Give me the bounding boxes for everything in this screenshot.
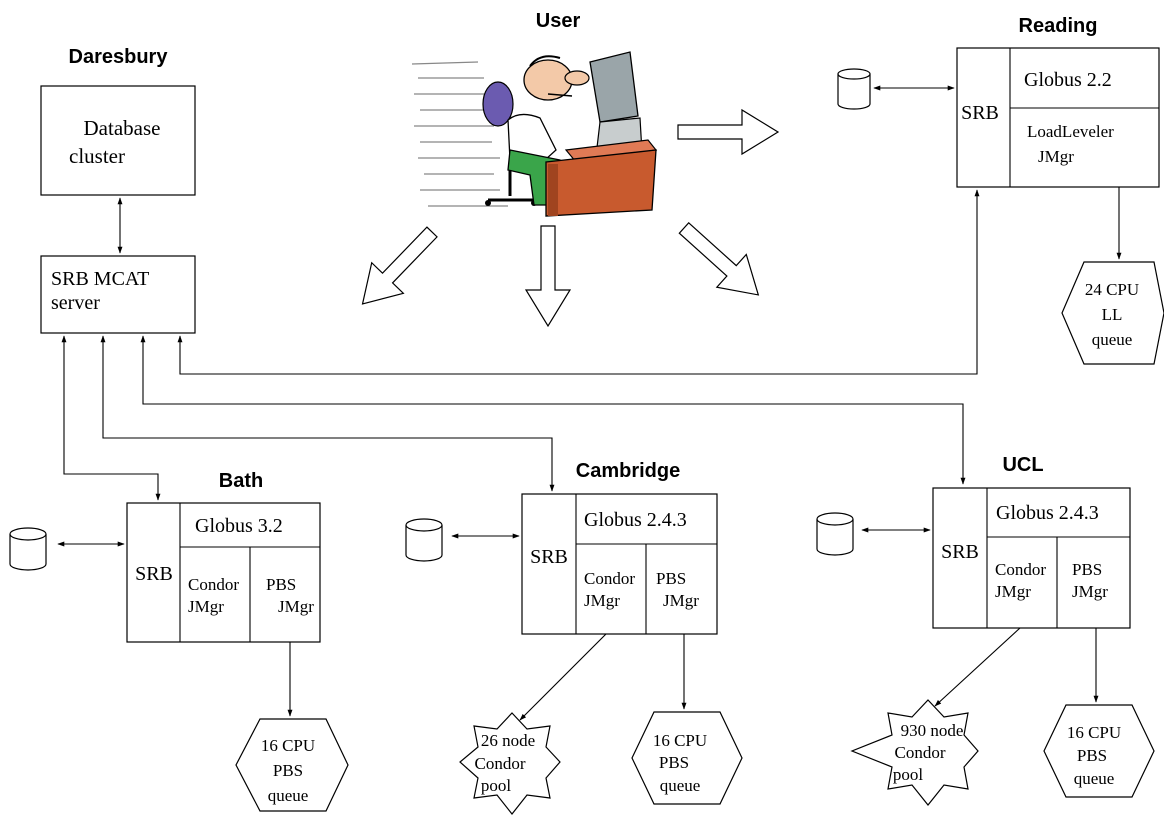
ucl-srb-label: SRB xyxy=(941,541,979,563)
site-title-daresbury: Daresbury xyxy=(69,46,169,68)
site-title-bath: Bath xyxy=(219,470,263,492)
bath-queue-label-1: 16 CPU xyxy=(261,736,315,755)
cambridge-globus-label: Globus 2.4.3 xyxy=(584,509,687,531)
person-at-computer-icon xyxy=(411,51,658,217)
mcat-bath-connector xyxy=(61,335,161,501)
cambridge-jm2-label-2: JMgr xyxy=(663,591,699,610)
mcat-reading-connector xyxy=(177,189,980,375)
cambridge-jm1-label-1: Condor xyxy=(584,569,635,588)
cambridge-pool-star xyxy=(459,712,561,815)
cambridge-queue-label-1: 16 CPU xyxy=(653,731,707,750)
ucl-queue-label-2: PBS xyxy=(1077,746,1107,765)
site-title-cambridge: Cambridge xyxy=(576,460,680,482)
ucl-node-box xyxy=(932,487,1131,629)
ucl-jm2-label-1: PBS xyxy=(1072,560,1102,579)
reading-queue-hexagon xyxy=(1061,261,1164,365)
cambridge-node-box xyxy=(521,493,718,635)
ucl-jm1-label-2: JMgr xyxy=(995,582,1031,601)
cambridge-jm1-label-2: JMgr xyxy=(584,591,620,610)
ucl-queue-label-1: 16 CPU xyxy=(1067,723,1121,742)
hollow-arrow-icon xyxy=(361,108,780,328)
reading-jmgr-label-1: LoadLeveler xyxy=(1027,122,1114,141)
srb-mcat-label-2: server xyxy=(51,292,100,314)
reading-srb-label: SRB xyxy=(961,102,999,124)
cambridge-pool-label-1: 26 node xyxy=(481,731,535,750)
reading-queue-label-1: 24 CPU xyxy=(1085,280,1139,299)
reading-jmgr-label-2: JMgr xyxy=(1038,147,1074,166)
site-title-ucl: UCL xyxy=(1002,454,1043,476)
cambridge-srb-label: SRB xyxy=(530,546,568,568)
database-cylinder-icon xyxy=(837,68,871,110)
ucl-globus-label: Globus 2.4.3 xyxy=(996,502,1099,524)
database-cluster-box xyxy=(40,85,196,196)
database-cylinder-icon xyxy=(816,512,854,556)
ucl-jm1-label-1: Condor xyxy=(995,560,1046,579)
cambridge-pool-label-3: pool xyxy=(481,776,512,795)
cambridge-jm2-label-1: PBS xyxy=(656,569,686,588)
database-cluster-label-2: cluster xyxy=(69,144,125,168)
mcat-cambridge-connector xyxy=(100,335,555,492)
bath-queue-label-3: queue xyxy=(268,786,309,805)
bath-queue-label-2: PBS xyxy=(273,761,303,780)
cambridge-queue-hexagon xyxy=(631,711,743,805)
bath-jm1-label-1: Condor xyxy=(188,575,239,594)
bath-jm2-label-2: JMgr xyxy=(278,597,314,616)
ucl-queue-label-3: queue xyxy=(1074,769,1115,788)
mcat-ucl-connector xyxy=(140,335,966,485)
database-cluster-label-1: Database xyxy=(84,116,161,140)
site-title-reading: Reading xyxy=(1019,15,1098,37)
reading-queue-label-3: queue xyxy=(1092,330,1133,349)
bath-node-box xyxy=(126,502,321,643)
cambridge-queue-label-3: queue xyxy=(660,776,701,795)
bath-jm2-label-1: PBS xyxy=(266,575,296,594)
cambridge-pool-label-2: Condor xyxy=(475,754,526,773)
bath-queue-hexagon xyxy=(235,718,349,812)
database-cylinder-icon xyxy=(9,527,47,571)
ucl-pool-label-2: Condor xyxy=(895,743,946,762)
ucl-pool-star xyxy=(850,699,979,806)
ucl-pool-label-3: pool xyxy=(893,765,924,784)
bath-globus-label: Globus 3.2 xyxy=(195,515,283,537)
ucl-pool-label-1: 930 node xyxy=(901,721,964,740)
reading-node-box xyxy=(956,47,1160,188)
srb-mcat-label-1: SRB MCAT xyxy=(51,268,149,290)
reading-queue-label-2: LL xyxy=(1102,305,1123,324)
bath-jm1-label-2: JMgr xyxy=(188,597,224,616)
ucl-jm2-label-2: JMgr xyxy=(1072,582,1108,601)
database-cylinder-icon xyxy=(405,518,443,562)
srb-mcat-server-box xyxy=(40,255,196,334)
site-title-user: User xyxy=(536,10,581,32)
reading-globus-label: Globus 2.2 xyxy=(1024,69,1112,91)
cambridge-queue-label-2: PBS xyxy=(659,753,689,772)
bath-srb-label: SRB xyxy=(135,563,173,585)
ucl-queue-hexagon xyxy=(1043,704,1155,798)
